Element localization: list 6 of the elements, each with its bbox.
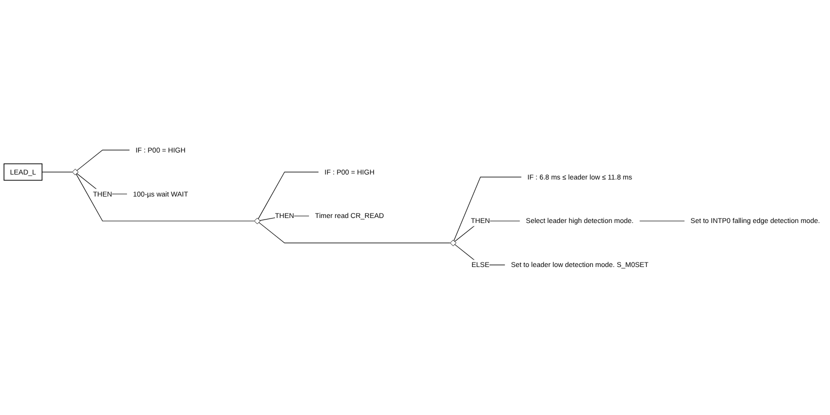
node-diamond — [72, 168, 78, 176]
connector — [258, 172, 319, 220]
node-diamond — [254, 218, 261, 224]
connector — [76, 150, 130, 171]
connector — [258, 222, 450, 244]
node-diamond — [450, 240, 456, 246]
